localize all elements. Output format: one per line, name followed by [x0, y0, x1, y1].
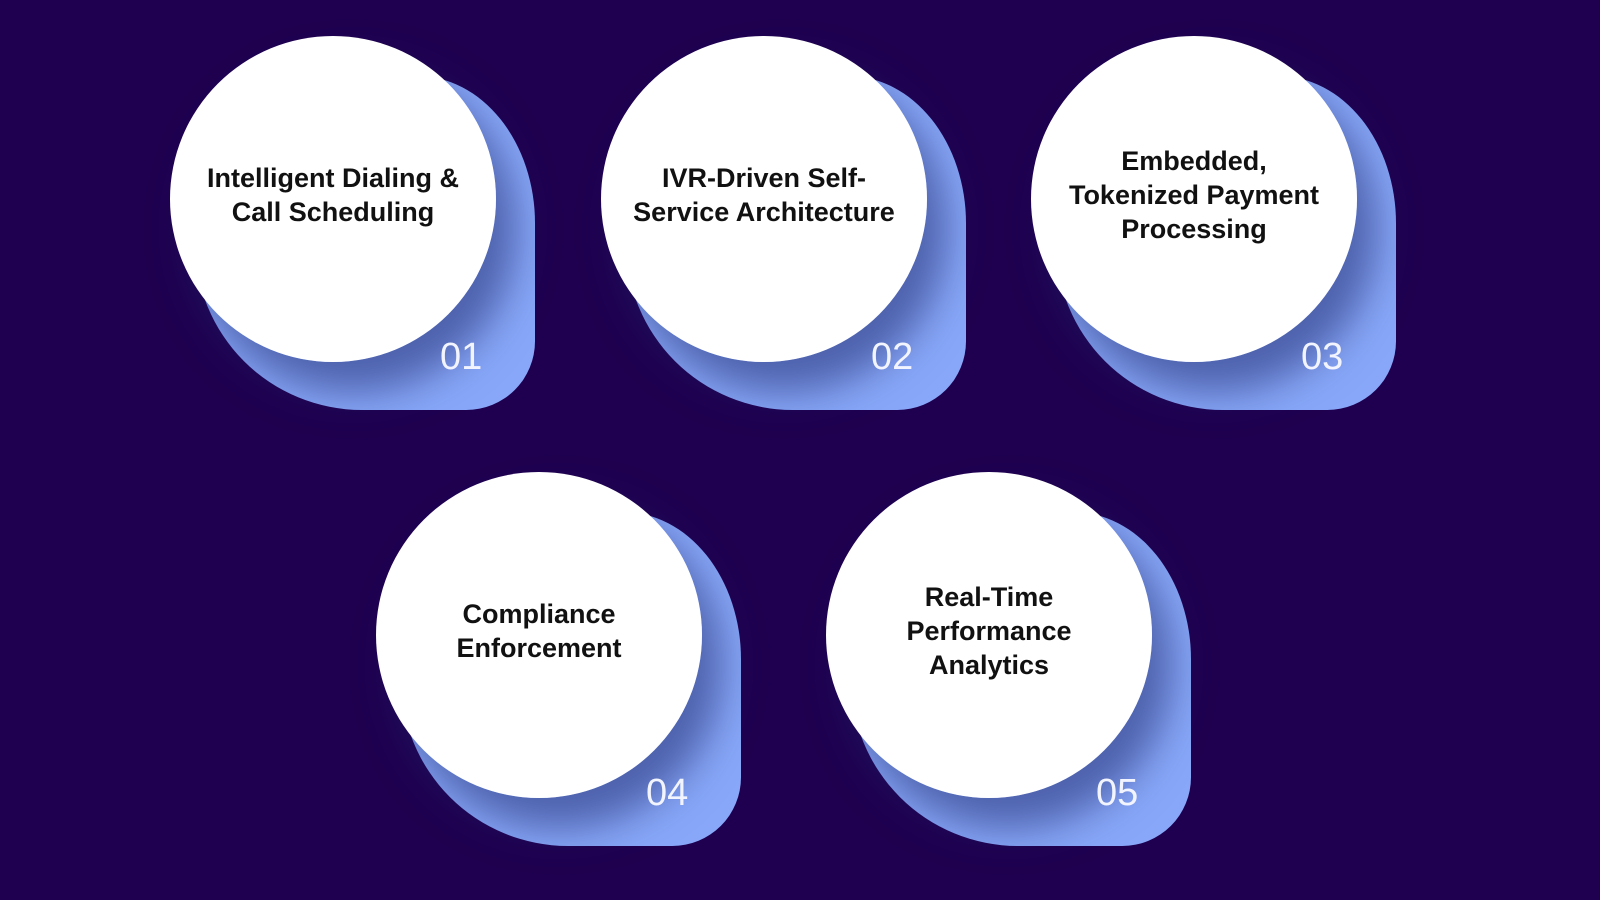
- step-label: Intelligent Dialing & Call Scheduling: [206, 163, 459, 227]
- label-circle: Intelligent Dialing & Call Scheduling: [170, 36, 496, 362]
- step-card-04: Compliance Enforcement 04: [376, 472, 746, 852]
- label-circle: Embedded, Tokenized Payment Processing: [1031, 36, 1357, 362]
- step-number: 03: [1301, 336, 1344, 378]
- label-circle: Compliance Enforcement: [376, 472, 702, 798]
- step-number: 05: [1096, 772, 1139, 814]
- step-card-02: IVR-Driven Self-Service Architecture 02: [601, 36, 971, 416]
- step-label: Compliance Enforcement: [456, 599, 622, 663]
- step-number: 04: [646, 772, 689, 814]
- step-label: Embedded, Tokenized Payment Processing: [1068, 146, 1320, 244]
- step-card-01: Intelligent Dialing & Call Scheduling 01: [170, 36, 540, 416]
- step-label: IVR-Driven Self-Service Architecture: [633, 163, 895, 227]
- step-number: 02: [871, 336, 914, 378]
- step-card-03: Embedded, Tokenized Payment Processing 0…: [1031, 36, 1401, 416]
- label-circle: Real-Time Performance Analytics: [826, 472, 1152, 798]
- step-card-05: Real-Time Performance Analytics 05: [826, 472, 1196, 852]
- label-circle: IVR-Driven Self-Service Architecture: [601, 36, 927, 362]
- step-label: Real-Time Performance Analytics: [906, 582, 1072, 680]
- step-number: 01: [440, 336, 483, 378]
